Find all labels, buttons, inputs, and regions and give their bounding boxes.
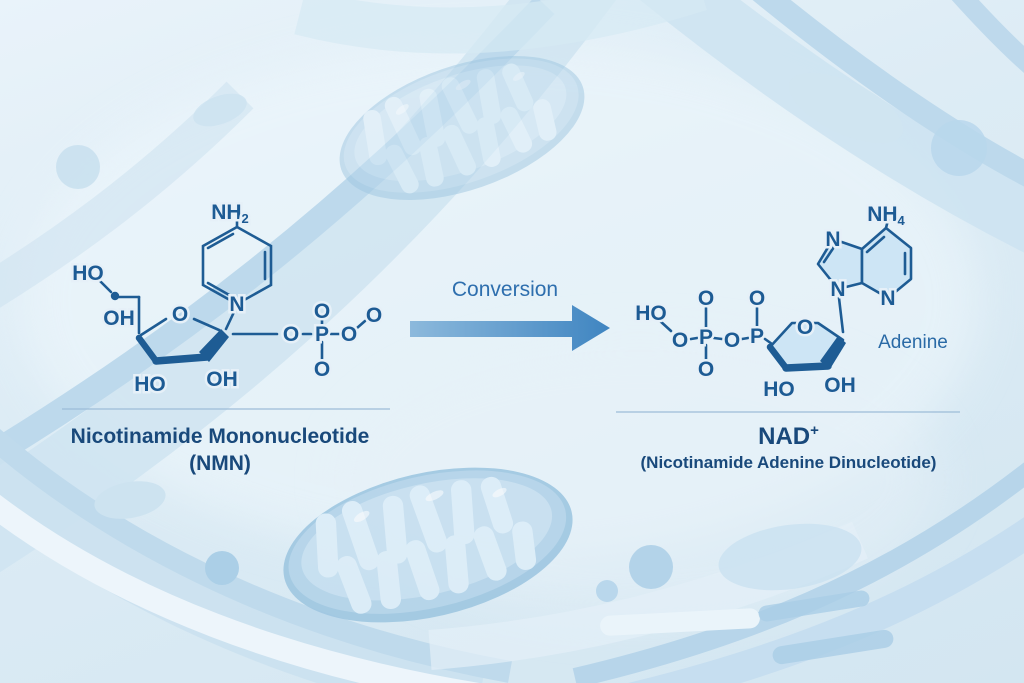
nmn-ring-nitrogen: N bbox=[229, 293, 244, 316]
nad-n2: N bbox=[830, 278, 845, 301]
hydroxymethyl-arm bbox=[98, 279, 141, 335]
nmn-o-down: O bbox=[314, 358, 330, 381]
nmn-caption: Nicotinamide Mononucleotide (NMN) bbox=[30, 424, 410, 477]
nmn-structure: NH2 N HO OH O HO OH O P O O O O bbox=[70, 199, 385, 399]
ribose-ring-filled bbox=[766, 321, 846, 372]
nmn-title: Nicotinamide Mononucleotide bbox=[70, 425, 370, 448]
nad-p1: P bbox=[699, 326, 713, 349]
nmn-oh-bottom: OH bbox=[206, 368, 238, 391]
diphosphate-group bbox=[657, 306, 774, 361]
nmn-oh-mid: OH bbox=[103, 307, 135, 330]
conversion-label: Conversion bbox=[451, 278, 559, 301]
nad-title: NAD+ bbox=[758, 422, 819, 450]
nad-n3: N bbox=[880, 287, 895, 310]
nad-n1: N bbox=[825, 228, 840, 251]
nad-oh-bottom: OH bbox=[824, 374, 856, 397]
nad-amine-label: NH4 bbox=[867, 203, 905, 228]
organelle-shapes bbox=[56, 72, 987, 665]
conversion-arrow bbox=[410, 305, 610, 351]
adenine-caption: Adenine bbox=[878, 332, 948, 353]
nad-o2-up: O bbox=[749, 287, 765, 310]
nmn-o-up: O bbox=[314, 300, 330, 323]
nad-o1-down: O bbox=[698, 358, 714, 381]
nmn-ho-top: HO bbox=[72, 262, 104, 285]
nad-o1: O bbox=[672, 329, 688, 352]
nad-ring-oxygen: O bbox=[797, 316, 813, 339]
nmn-o-link: O bbox=[283, 323, 299, 346]
adenine-ring bbox=[816, 218, 913, 300]
nad-ho-left: HO bbox=[635, 302, 667, 325]
nad-caption: NAD+ (Nicotinamide Adenine Dinucleotide) bbox=[601, 418, 976, 476]
nmn-ring-oxygen: O bbox=[172, 303, 188, 326]
nad-subtitle: (Nicotinamide Adenine Dinucleotide) bbox=[640, 453, 937, 472]
phosphate-group bbox=[301, 317, 367, 361]
nmn-subtitle: (NMN) bbox=[189, 452, 251, 475]
nad-o1-up: O bbox=[698, 287, 714, 310]
nad-ho-bottom: HO bbox=[763, 378, 795, 401]
nmn-o-right: O bbox=[341, 323, 357, 346]
pyridine-ring bbox=[201, 216, 273, 306]
nad-structure: NH4 N N N HO O P O O O P O O HO OH Adeni… bbox=[633, 201, 948, 404]
membrane-arc-bottom-left bbox=[0, 428, 512, 683]
nad-o2: O bbox=[724, 329, 740, 352]
nmn-o-far: O bbox=[366, 304, 382, 327]
nmn-amine-label: NH2 bbox=[211, 201, 249, 226]
nad-p2: P bbox=[750, 325, 764, 348]
ribose-ring bbox=[135, 317, 229, 365]
nmn-ho-bottom: HO bbox=[134, 373, 166, 396]
nmn-phosphorus: P bbox=[315, 323, 329, 346]
